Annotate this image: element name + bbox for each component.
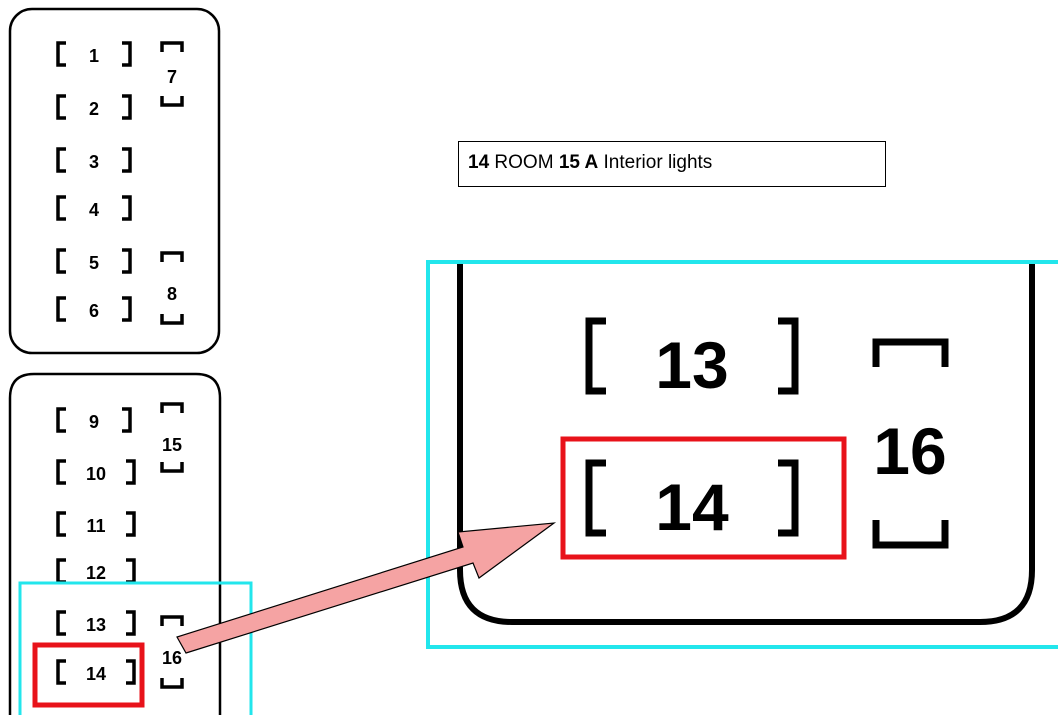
highlight-frame-large (560, 436, 847, 560)
zoom-target-frame (426, 260, 1058, 649)
fuse-8: 8 (160, 251, 184, 325)
fuse-7: 7 (160, 41, 184, 107)
caption-fuse-number: 14 (468, 152, 490, 173)
fuse-10-label: 10 (86, 464, 106, 484)
zoomed-fuse-14-label: 14 (655, 470, 729, 544)
zoomed-fuse-13-label: 13 (655, 328, 728, 402)
fuse-9: 9 (56, 407, 132, 433)
fuse-4: 4 (56, 195, 132, 221)
fuse-7-label: 7 (167, 67, 177, 87)
lower-fuse-box: 9 10 11 12 13 14 15 16 (8, 372, 222, 715)
fuse-6-label: 6 (89, 301, 99, 321)
fuse-16: 16 (160, 615, 184, 689)
zoom-arrow (176, 522, 557, 654)
fuse-10: 10 (56, 459, 136, 485)
fuse-8-label: 8 (167, 284, 177, 304)
fuse-5: 5 (56, 248, 132, 274)
caption-rating: 15 A (558, 152, 599, 173)
caption-fuse-name: ROOM (494, 152, 554, 173)
fuse-11: 11 (56, 511, 136, 537)
caption-description: Interior lights (603, 152, 713, 173)
highlight-frame-small (32, 642, 145, 708)
fuse-3-label: 3 (89, 152, 99, 172)
fuse-13: 13 (56, 610, 136, 636)
fuse-5-label: 5 (89, 253, 99, 273)
zoomed-fuse-13: 13 (585, 317, 799, 402)
fuse-2-label: 2 (89, 99, 99, 119)
fuse-14-label: 14 (86, 664, 106, 684)
fuse-9-label: 9 (89, 412, 99, 432)
upper-fuse-box: 1 2 3 4 5 6 7 8 (8, 7, 221, 355)
zoomed-fuse-16-label: 16 (873, 414, 946, 488)
fuse-11-label: 11 (86, 516, 105, 536)
fuse-15-label: 15 (162, 435, 182, 455)
fuse-14: 14 (56, 659, 136, 685)
fuse-12-label: 12 (86, 563, 106, 583)
lower-box-outline (8, 372, 222, 715)
fuse-16-label: 16 (162, 648, 182, 668)
fuse-13-label: 13 (86, 615, 106, 635)
zoom-source-frame (18, 581, 253, 715)
fuse-3: 3 (56, 147, 132, 173)
fuse-2: 2 (56, 94, 132, 120)
upper-box-outline (8, 7, 221, 355)
fuse-15: 15 (160, 402, 184, 473)
fuse-1: 1 (56, 41, 132, 67)
zoomed-fuse-16: 16 (872, 338, 949, 549)
zoomed-fuse-14: 14 (585, 459, 799, 544)
fuse-4-label: 4 (89, 200, 99, 220)
fuse-1-label: 1 (89, 46, 99, 66)
fuse-caption: 14 ROOM 15 A Interior lights (458, 141, 886, 187)
fuse-6: 6 (56, 296, 132, 322)
zoomed-fuse-view: 13 14 16 (457, 262, 1035, 625)
